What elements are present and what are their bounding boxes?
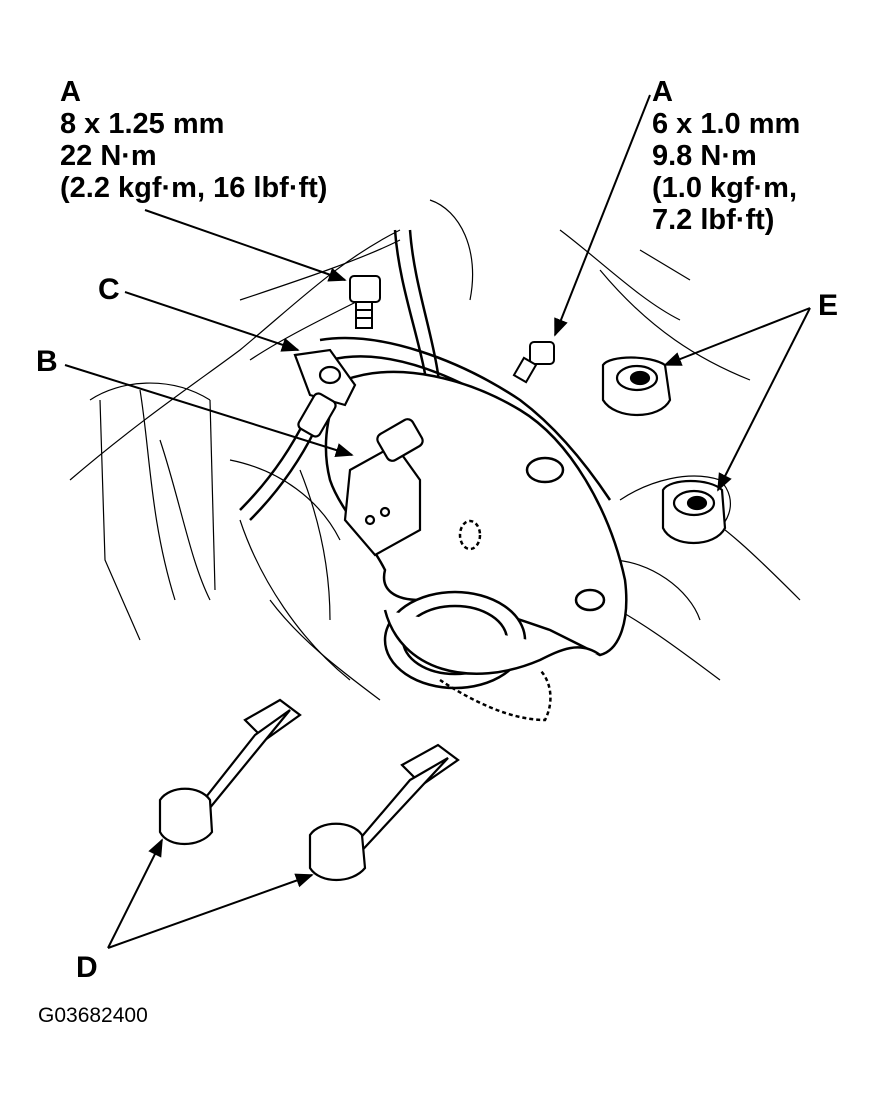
callout-spec-line: 9.8 N·m	[652, 140, 757, 172]
leader-lines	[64, 94, 811, 949]
leader-c	[124, 291, 300, 352]
sensor-connector	[343, 418, 424, 557]
harness-clip	[293, 348, 357, 438]
leader-e-upper	[663, 307, 811, 366]
callout-b: B	[36, 345, 58, 378]
leader-b	[64, 364, 354, 458]
bolt-a-left	[349, 275, 381, 329]
callout-e: E	[818, 289, 839, 322]
figure-id: G03682400	[38, 1004, 148, 1027]
leader-d-left	[107, 838, 163, 949]
leader-a-left	[144, 209, 347, 282]
callout-spec-line: 8 x 1.25 mm	[60, 108, 225, 140]
callout-spec-line: 22 N·m	[60, 140, 157, 172]
callout-c: C	[98, 273, 120, 306]
bolt-a-right	[512, 341, 555, 384]
callout-spec-line: (1.0 kgf·m,	[652, 172, 798, 204]
leader-e-lower	[717, 307, 811, 492]
callout-d: D	[76, 951, 98, 984]
callout-spec-line: (2.2 kgf·m, 16 lbf·ft)	[60, 172, 328, 204]
callout-letter: A	[60, 76, 81, 108]
callout-spec-line: 7.2 lbf·ft)	[652, 204, 775, 236]
leader-d-right	[107, 873, 314, 949]
studs	[158, 698, 460, 881]
callout-letter: A	[652, 76, 673, 108]
callout-a-right: A 6 x 1.0 mm 9.8 N·m (1.0 kgf·m, 7.2 lbf…	[652, 76, 800, 236]
callout-a-left: A 8 x 1.25 mm 22 N·m (2.2 kgf·m, 16 lbf·…	[60, 76, 327, 204]
flange-nuts	[601, 356, 727, 545]
leader-a-right	[554, 94, 651, 337]
background-engine-sketch	[69, 199, 801, 701]
callout-spec-line: 6 x 1.0 mm	[652, 108, 801, 140]
